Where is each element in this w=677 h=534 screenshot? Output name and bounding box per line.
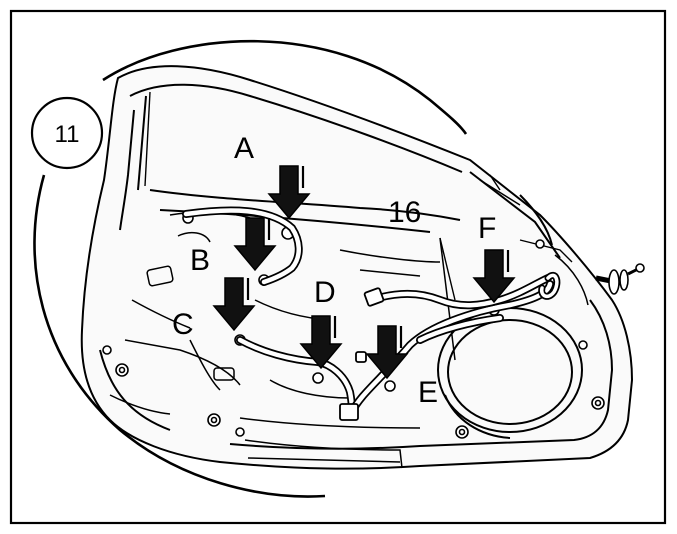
callout-f: F — [478, 212, 496, 245]
callout-b: B — [190, 244, 210, 277]
callout-d: D — [314, 276, 336, 309]
part-number: 16 — [388, 196, 421, 229]
figure-frame — [9, 9, 667, 525]
detail-outline-arc-top — [102, 39, 468, 135]
detail-number: 11 — [55, 121, 80, 148]
detail-number-badge: 11 — [30, 96, 104, 170]
window-frame-lines — [144, 91, 573, 263]
callout-a: A — [234, 132, 254, 165]
harness-connectors — [339, 287, 385, 421]
callout-c: C — [172, 308, 194, 341]
part-16-leader — [439, 237, 456, 301]
detail-outline-arc-bottom — [33, 174, 326, 498]
grommet-bolt — [595, 263, 645, 295]
callout-e: E — [418, 376, 438, 409]
